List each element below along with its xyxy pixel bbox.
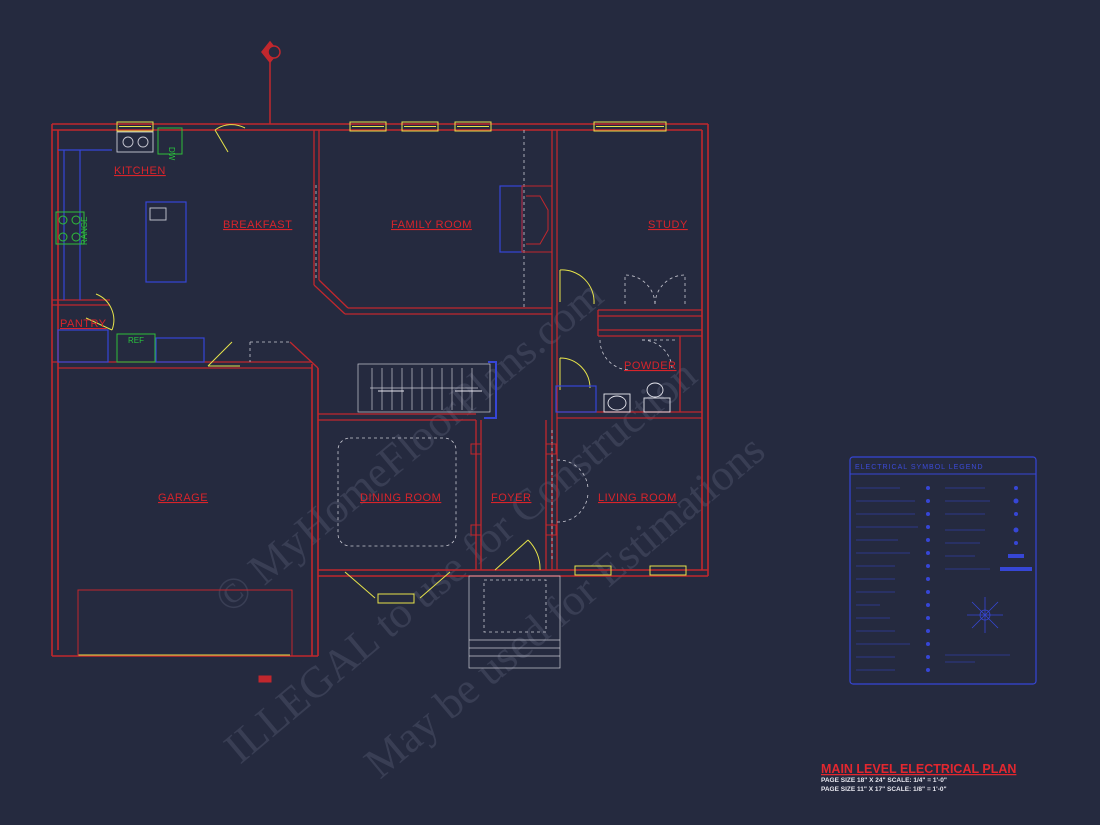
dishwasher-icon <box>157 127 183 155</box>
kitchen-sink-icon <box>116 131 154 153</box>
windows <box>78 121 687 656</box>
room-label-living-room: LIVING ROOM <box>598 492 677 504</box>
page-size-line-2: PAGE SIZE 11" X 17" SCALE: 1/8" = 1'-0" <box>821 786 947 793</box>
page-size-line-1: PAGE SIZE 18" X 24" SCALE: 1/4" = 1'-0" <box>821 777 947 784</box>
dishwasher-label: DW <box>167 147 176 161</box>
refrigerator-icon <box>116 333 156 363</box>
north-arrow-icon <box>261 40 281 124</box>
powder-fixtures <box>603 382 671 413</box>
room-label-garage: GARAGE <box>158 492 208 504</box>
plan-title: MAIN LEVEL ELECTRICAL PLAN <box>821 762 1016 776</box>
garage-boundary <box>77 589 293 683</box>
room-label-dining-room: DINING ROOM <box>360 492 441 504</box>
range-label: RANGE <box>80 217 89 245</box>
fireplace-icon <box>521 185 553 253</box>
exterior-walls <box>51 123 709 657</box>
room-label-kitchen: KITCHEN <box>114 165 166 177</box>
electrical-legend: ELECTRICAL SYMBOL LEGEND <box>849 456 1037 685</box>
range-icon <box>55 211 85 245</box>
stair-rail <box>484 361 497 419</box>
room-label-powder: POWDER <box>624 360 677 372</box>
room-label-breakfast: BREAKFAST <box>223 219 292 231</box>
staircase <box>357 363 491 413</box>
island-sink-icon <box>149 207 167 221</box>
room-label-foyer: FOYER <box>491 492 531 504</box>
room-label-pantry: PANTRY <box>60 318 107 330</box>
columns <box>470 443 557 536</box>
room-label-family-room: FAMILY ROOM <box>391 219 472 231</box>
ceiling-fan-icon <box>967 597 1003 633</box>
refrigerator-label: REF <box>128 336 144 345</box>
front-steps <box>468 575 561 669</box>
legend-title: ELECTRICAL SYMBOL LEGEND <box>855 464 984 471</box>
doors <box>85 124 595 571</box>
dashed-guides <box>249 130 553 633</box>
kitchen-cabinetry <box>57 149 597 413</box>
room-label-study: STUDY <box>648 219 688 231</box>
watermark-group: © MyHomeFloorPlans.com ILLEGAL to use fo… <box>205 270 774 788</box>
double-doors <box>556 274 686 523</box>
interior-walls <box>52 130 702 570</box>
